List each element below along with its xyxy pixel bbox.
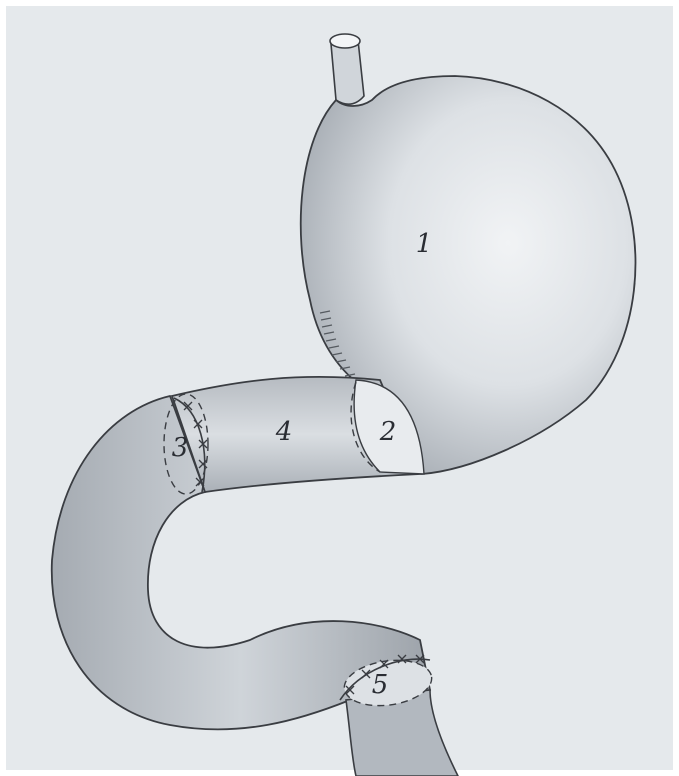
esophagus: [330, 34, 364, 104]
label-5: 5: [372, 672, 389, 698]
label-1: 1: [416, 231, 433, 257]
label-4: 4: [276, 419, 293, 445]
label-3: 3: [172, 435, 189, 461]
paper-edge-left: [0, 0, 6, 776]
label-2: 2: [380, 419, 397, 445]
